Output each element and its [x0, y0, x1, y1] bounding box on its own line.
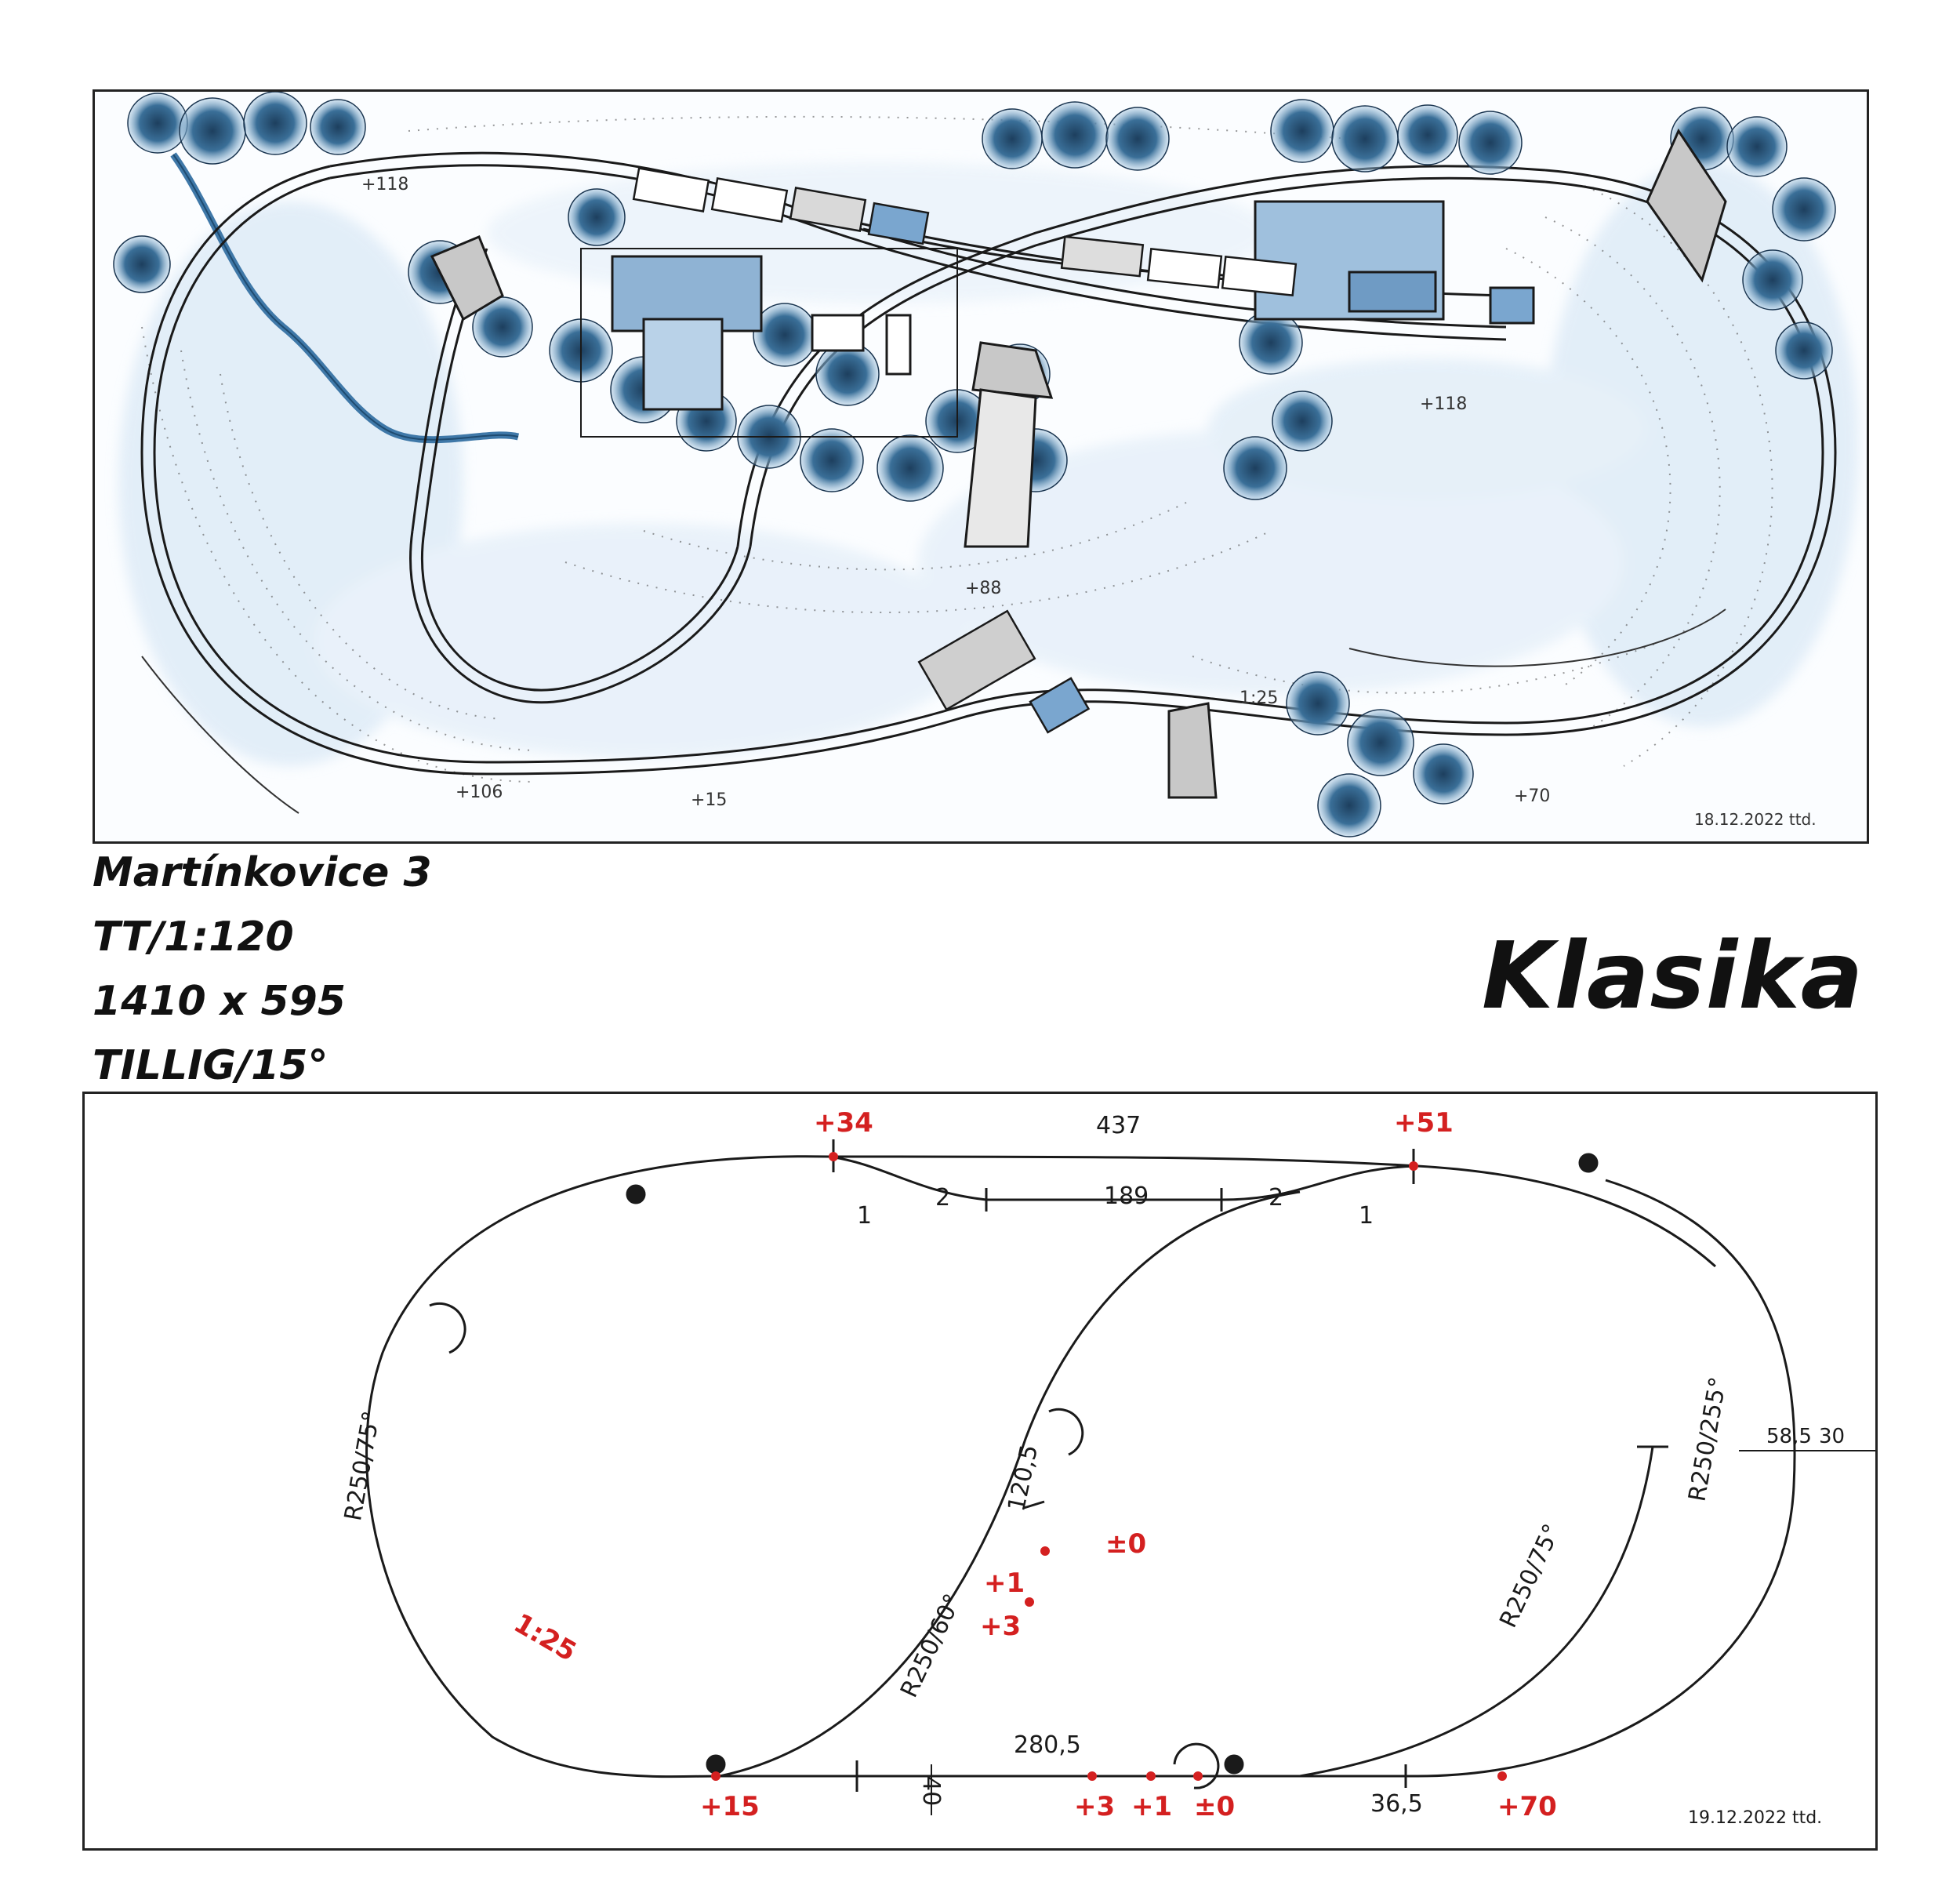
fences — [141, 609, 1726, 814]
signal-icon — [1578, 1153, 1599, 1173]
height-dots — [711, 1152, 1507, 1781]
hut — [1489, 286, 1535, 325]
dimension-arrows — [931, 1450, 1875, 1815]
height-label: +3 — [1074, 1791, 1115, 1822]
uncoupler-icon — [429, 1302, 466, 1354]
dim-label: 1 — [857, 1202, 872, 1230]
height-label: +15 — [700, 1791, 760, 1822]
height-label: +51 — [1394, 1107, 1454, 1139]
elev-label: +118 — [1420, 394, 1467, 414]
top-main — [829, 1155, 1717, 1268]
tunnel-portals — [430, 128, 1727, 799]
diagonal-track — [719, 1190, 1301, 1778]
elev-label: +106 — [456, 783, 503, 802]
bridge — [917, 609, 1091, 734]
dim-label: 36,5 — [1370, 1790, 1423, 1818]
scenic-elevations: +118 +118 +88 +106 +15 +70 1:25 18.12.20… — [361, 175, 1817, 829]
elev-label: +70 — [1514, 787, 1550, 806]
elev-label: +118 — [361, 175, 408, 194]
signature: 18.12.2022 ttd. — [1694, 810, 1817, 829]
dim-label: 2 — [935, 1184, 950, 1212]
goods-shed — [642, 318, 724, 411]
right-outer-loop — [1135, 1179, 1796, 1778]
height-label: +1 — [984, 1568, 1025, 1599]
uncoupler-icon — [1173, 1742, 1220, 1789]
left-loop — [365, 1155, 830, 1778]
plan-symbols — [429, 1153, 1599, 1789]
grade-label: 1:25 — [509, 1608, 582, 1668]
radius-label: R250/75° — [339, 1409, 386, 1523]
dim-label: 189 — [1104, 1183, 1149, 1210]
tunnel-portal-left — [430, 235, 504, 322]
layout-size: 1410 x 595 — [93, 978, 347, 1025]
signal-icon — [706, 1754, 726, 1775]
height-label: +1 — [1131, 1791, 1172, 1822]
creek-edge — [172, 154, 519, 441]
dim-label: 437 — [1096, 1112, 1141, 1139]
plan-track — [365, 1155, 1796, 1778]
tunnel-portal-bottom — [1167, 702, 1218, 799]
signature: 19.12.2022 ttd. — [1688, 1808, 1822, 1828]
elev-label: +15 — [691, 790, 727, 810]
height-label: +3 — [980, 1611, 1021, 1642]
right-inner-loop — [1299, 1446, 1654, 1778]
radius-label: R250/75° — [1494, 1520, 1566, 1632]
freight-train — [632, 167, 1298, 296]
layout-name: Martínkovice 3 — [93, 849, 432, 896]
dimension-labels: 437 189 2 2 1 1 120,5 280,5 36,5 58,5 30… — [339, 1112, 1845, 1828]
track-plan-diagram: +34 +51 ±0 +1 +3 +15 +3 +1 ±0 +70 1:25 4… — [82, 1092, 1878, 1851]
scenic-canvas: +118 +118 +88 +106 +15 +70 1:25 18.12.20… — [113, 92, 1859, 837]
signal-icon — [626, 1184, 646, 1204]
tree-clusters — [113, 92, 1836, 837]
dim-label: 280,5 — [1014, 1731, 1081, 1759]
layout-title: Klasika — [1482, 921, 1864, 1030]
elev-label: +88 — [965, 579, 1001, 598]
tunnel-portal-right — [1646, 128, 1727, 283]
dim-label: 2 — [1269, 1184, 1283, 1212]
dim-label: 1 — [1359, 1202, 1374, 1230]
height-label: +34 — [814, 1107, 873, 1139]
uncoupler-icon — [1048, 1408, 1084, 1456]
station-buildings — [580, 200, 1535, 438]
height-label: ±0 — [1194, 1791, 1235, 1822]
radius-label: R250/60° — [895, 1589, 967, 1702]
engine-shed-annex — [1348, 271, 1437, 313]
shed-small — [811, 314, 865, 352]
yard-platform — [580, 248, 958, 438]
contour-lines — [141, 115, 1773, 783]
scenic-layout-drawing: +118 +118 +88 +106 +15 +70 1:25 18.12.20… — [93, 89, 1869, 844]
track-system: TILLIG/15° — [93, 1042, 328, 1089]
height-label: ±0 — [1105, 1528, 1146, 1560]
tunnel-mouth-center — [964, 388, 1037, 548]
height-label: +70 — [1497, 1791, 1557, 1822]
radius-label: R250/255° — [1683, 1375, 1732, 1503]
grade-label: 1:25 — [1240, 688, 1278, 708]
dim-label: 30 — [1819, 1425, 1845, 1448]
plan-canvas: +34 +51 ±0 +1 +3 +15 +3 +1 ±0 +70 1:25 4… — [339, 1107, 1875, 1828]
dim-label: 58,5 — [1766, 1425, 1812, 1448]
layout-scale: TT/1:120 — [93, 914, 294, 961]
layout-info: Martínkovice 3 TT/1:120 1410 x 595 TILLI… — [93, 841, 432, 1098]
signal-icon — [1224, 1754, 1244, 1775]
shed-narrow — [885, 314, 912, 376]
